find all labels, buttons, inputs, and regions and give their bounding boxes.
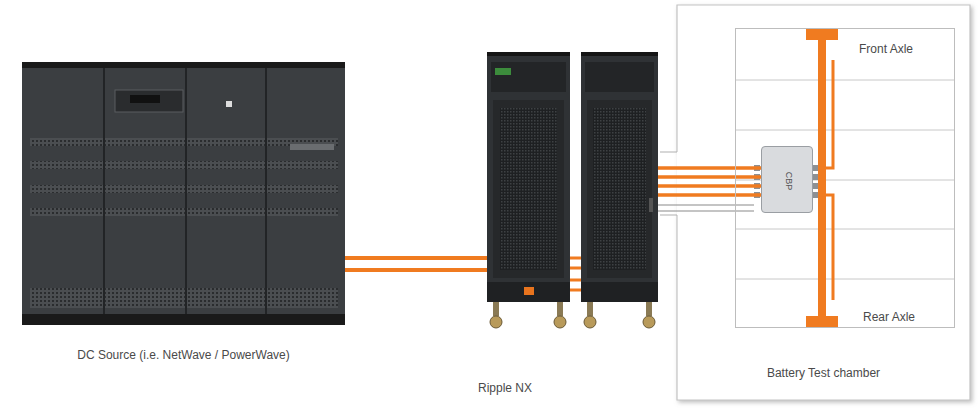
front-axle-cap — [806, 28, 838, 40]
dc-cabinet-body — [22, 64, 345, 318]
rear-axle-cap — [806, 316, 838, 328]
power-cable — [570, 258, 581, 290]
dc-cabinet-top — [22, 62, 345, 68]
caster-wheel — [643, 316, 655, 328]
ripple-cabinet-body — [487, 52, 570, 302]
caption-text: Ripple NX — [478, 381, 532, 395]
dc-grille — [30, 161, 338, 169]
box-label: CBP — [783, 171, 793, 190]
ripple-cabinet-body — [581, 52, 658, 302]
ripple-cabinet-top — [487, 52, 570, 56]
caption-text: Battery Test chamber — [767, 366, 880, 380]
cbp-box: CBP — [761, 146, 813, 213]
ripple-control-unit — [585, 62, 654, 92]
dc-control-unit — [115, 90, 183, 112]
dc-grille — [30, 288, 338, 308]
caption-text: DC Source (i.e. NetWave / PowerWave) — [77, 348, 290, 362]
dc-panel-divider — [185, 68, 187, 314]
cbp-axle-cable — [812, 60, 833, 300]
dc-cabinet-base — [22, 314, 345, 325]
ripple-logo — [524, 287, 534, 295]
ripple-door — [493, 100, 564, 278]
text-holder: Ripple NX — [455, 378, 555, 396]
caster-wheel — [554, 316, 566, 328]
caption-text: Front Axle — [859, 42, 913, 56]
vehicle-battery-frame: Front AxleRear Axle CBP — [735, 28, 955, 328]
text-holder: DC Source (i.e. NetWave / PowerWave) — [22, 345, 345, 363]
ripple-mesh — [500, 108, 557, 270]
battery-row-line — [735, 80, 955, 279]
text-holder: CBP — [762, 147, 814, 214]
text-holder: Front Axle — [859, 39, 949, 57]
dc-grille — [30, 208, 338, 216]
door-handle — [649, 198, 653, 212]
caster-stem — [587, 302, 593, 316]
ripple-base — [487, 282, 570, 302]
caption-text: Rear Axle — [863, 310, 915, 324]
dc-connector-strip — [290, 144, 334, 150]
power-cable — [658, 168, 761, 195]
dc-switch — [226, 101, 232, 107]
text-holder: Battery Test chamber — [677, 363, 970, 381]
ripple-cabinet-top — [581, 52, 658, 56]
ripple-unit: Ripple NX — [487, 52, 658, 397]
caster-stem — [493, 302, 499, 316]
dc-source-unit: DC Source (i.e. NetWave / PowerWave) — [22, 62, 345, 362]
ripple-control-unit — [491, 62, 566, 92]
text-holder: Rear Axle — [863, 307, 953, 325]
test-chamber: Battery Test chamber Front AxleRear Axle C… — [677, 5, 970, 400]
ripple-display — [495, 68, 511, 75]
ripple-door — [587, 100, 652, 278]
caster-stem — [557, 302, 563, 316]
dc-display — [130, 95, 160, 103]
ripple-mesh — [593, 108, 646, 270]
dc-panel-divider — [265, 68, 267, 314]
ripple-base — [581, 282, 658, 302]
caster-stem — [646, 302, 652, 316]
power-cable — [345, 258, 487, 270]
caster-wheel — [584, 316, 596, 328]
dc-panel-divider — [103, 68, 105, 314]
sense-wire — [658, 205, 754, 211]
caster-wheel — [490, 316, 502, 328]
dc-grille — [30, 185, 338, 193]
chamber-wall — [677, 5, 970, 400]
